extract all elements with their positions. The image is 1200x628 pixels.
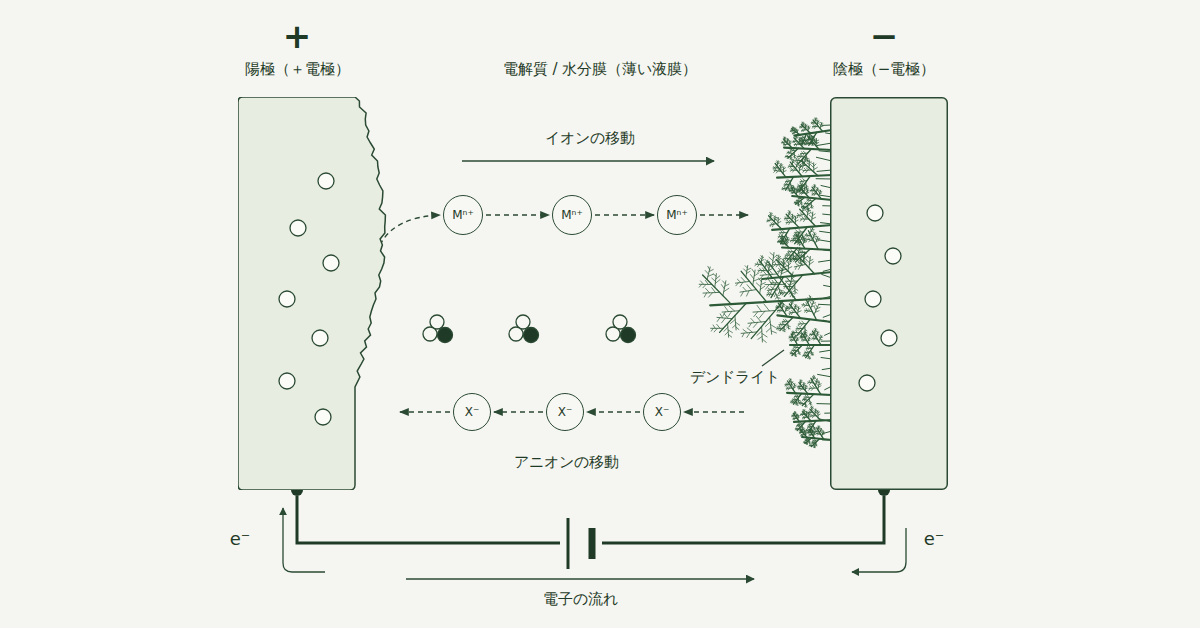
ion-path-arrow [486,214,549,215]
ion-label: Mⁿ⁺ [666,209,687,221]
ion-circle: Mⁿ⁺ [657,195,697,235]
ion-circle: Mⁿ⁺ [552,195,592,235]
electrode-label: 陽極（＋電極） [245,60,350,78]
ion-circle: X⁻ [546,393,584,431]
ion-path-arrow [380,215,440,245]
electron-label: e⁻ [922,528,947,550]
polarity-sign: + [283,19,312,53]
electron-arrow [852,528,906,572]
ion-label: X⁻ [558,406,573,418]
ion-path-arrow [684,411,744,412]
cathode-shape [830,97,948,490]
polarity-sign: − [870,19,899,53]
caption-text: 電子の流れ [541,590,620,608]
ion-arrow [462,160,714,162]
electrode-label: 陰極（−電極） [833,60,936,78]
ion-circle: X⁻ [643,393,681,431]
ion-label: Mⁿ⁺ [561,209,582,221]
battery-symbol [560,518,602,569]
ion-label: X⁻ [465,406,480,418]
dendrite-drawing [699,118,832,448]
ion-circle: Mⁿ⁺ [443,195,483,235]
water-molecules [423,315,636,343]
diagram-title: 電解質 / 水分膜（薄い液膜） [500,60,701,79]
caption-text: アニオンの移動 [512,453,621,471]
electron-arrow [283,508,325,572]
ion-path-arrow [494,411,543,412]
electron-flow-arrow [406,578,754,580]
ion-path-arrow [700,214,748,215]
electrode: −陰極（−電極） [830,97,948,490]
ion-label: Mⁿ⁺ [452,209,473,221]
electron-label: e⁻ [228,528,253,550]
ion-path-arrow [400,411,450,412]
caption-text: イオンの移動 [543,129,637,147]
anode-shape [238,97,388,490]
ion-path-arrow [595,214,654,215]
leader-line [762,350,784,366]
ion-circle: X⁻ [453,393,491,431]
callout-label: デンドライト [688,368,782,386]
electrode: +陽極（＋電極） [238,97,388,490]
ion-label: X⁻ [655,406,670,418]
ion-path-arrow [587,411,640,412]
